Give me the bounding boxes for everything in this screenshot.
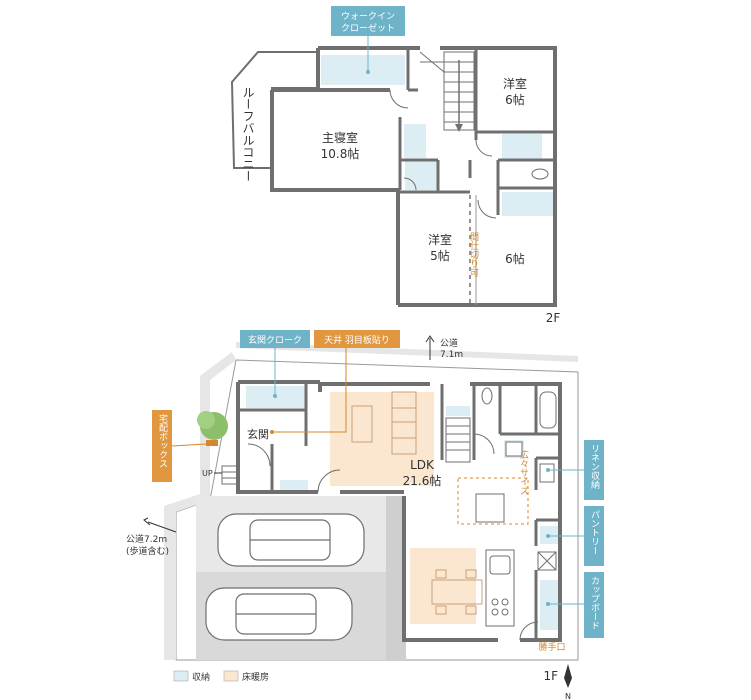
ldk-size: 21.6帖 bbox=[403, 473, 442, 488]
island-icon bbox=[475, 493, 505, 523]
north-label: N bbox=[565, 692, 571, 700]
walkin-closet-callout-line2: クローゼット bbox=[341, 22, 395, 34]
under-stairs-storage bbox=[446, 406, 470, 416]
circulation-path bbox=[457, 477, 529, 525]
delivery-box-callout-text: 宅配ボックス bbox=[157, 413, 168, 468]
stairs-1f bbox=[445, 417, 471, 463]
road-left-note: (歩道含む) bbox=[126, 545, 169, 557]
legend: 収納 床暖房 bbox=[173, 670, 269, 683]
genkan-cloak-callout bbox=[240, 330, 310, 348]
pantry-callout-text: パントリー bbox=[589, 510, 600, 555]
dining-table-icon bbox=[431, 569, 483, 615]
road-top-width: 7.1m bbox=[440, 350, 463, 360]
closet-2f-mid bbox=[405, 160, 438, 190]
closet-2f-ne bbox=[502, 134, 542, 160]
delivery-box-icon bbox=[206, 440, 218, 446]
bathtub-icon bbox=[539, 391, 557, 429]
toilet-2f-icon bbox=[531, 168, 549, 180]
pantry-callout bbox=[584, 506, 604, 566]
walkin-closet-callout bbox=[331, 6, 405, 36]
legend-heating-swatch bbox=[223, 670, 239, 682]
ldk-name: LDK bbox=[410, 458, 435, 472]
walkin-closet-storage bbox=[321, 55, 405, 85]
master-bedroom-size: 10.8帖 bbox=[321, 146, 360, 161]
room-sw-size: 5帖 bbox=[430, 248, 450, 263]
closet-2f-se bbox=[502, 192, 557, 216]
ceiling-callout bbox=[314, 330, 400, 348]
delivery-box-callout bbox=[152, 410, 172, 482]
cupboard-callout bbox=[584, 572, 604, 638]
car-top-icon bbox=[217, 513, 365, 567]
car-bottom-icon bbox=[205, 587, 353, 641]
closet-2f-hall bbox=[404, 124, 426, 158]
stairs-2f bbox=[419, 51, 475, 132]
kitchen-counter bbox=[485, 549, 515, 627]
legend-storage-label: 収納 bbox=[192, 671, 210, 683]
room-se-size: 6帖 bbox=[505, 251, 525, 266]
walkin-closet-callout-line1: ウォークイン bbox=[341, 11, 395, 22]
washer-icon bbox=[505, 441, 523, 457]
linen-callout-text: リネン収納 bbox=[589, 444, 600, 490]
room-sw-name: 洋室 bbox=[428, 232, 452, 247]
partition-note: 間仕切り可 bbox=[468, 232, 479, 277]
floor2-label: 2F bbox=[546, 311, 561, 325]
room-ne-size: 6帖 bbox=[505, 92, 525, 107]
katteguchi-label: 勝手口 bbox=[538, 641, 565, 653]
genkan-cloak-callout-text: 玄関クローク bbox=[248, 334, 302, 346]
ceiling-callout-text: 天井 羽目板貼り bbox=[324, 334, 390, 346]
floor1-label: 1F bbox=[543, 669, 558, 683]
hiroma-note: 広々サイズ bbox=[518, 449, 529, 495]
north-arrow-icon: N bbox=[564, 664, 572, 700]
cupboard-callout-text: カップボード bbox=[589, 576, 600, 630]
toilet-1f-icon bbox=[481, 387, 493, 405]
road-left-label: 公道7.2m bbox=[126, 533, 167, 545]
floor2-plan: ルーフバルコニー 主寝室 10.8帖 洋室 6帖 洋室 5帖 6帖 間仕切り可 … bbox=[230, 6, 561, 325]
shoe-storage bbox=[280, 480, 308, 492]
floor1-plan bbox=[221, 380, 562, 642]
up-label: UP bbox=[202, 469, 213, 478]
room-ne-name: 洋室 bbox=[503, 76, 527, 91]
genkan-label: 玄関 bbox=[247, 427, 269, 441]
linen-callout bbox=[584, 440, 604, 500]
sofa-icon bbox=[351, 391, 417, 455]
legend-heating-label: 床暖房 bbox=[242, 671, 269, 683]
floor1-site bbox=[164, 342, 579, 661]
legend-storage-swatch bbox=[173, 670, 189, 682]
tree-icon bbox=[197, 411, 228, 440]
roof-balcony-label: ルーフバルコニー bbox=[241, 86, 255, 182]
road-top-label: 公道 bbox=[440, 337, 458, 349]
master-bedroom-name: 主寝室 bbox=[322, 130, 358, 145]
floor-heating-living bbox=[330, 392, 434, 486]
sink-icon bbox=[539, 463, 555, 483]
floor-heating-dining bbox=[410, 548, 476, 624]
